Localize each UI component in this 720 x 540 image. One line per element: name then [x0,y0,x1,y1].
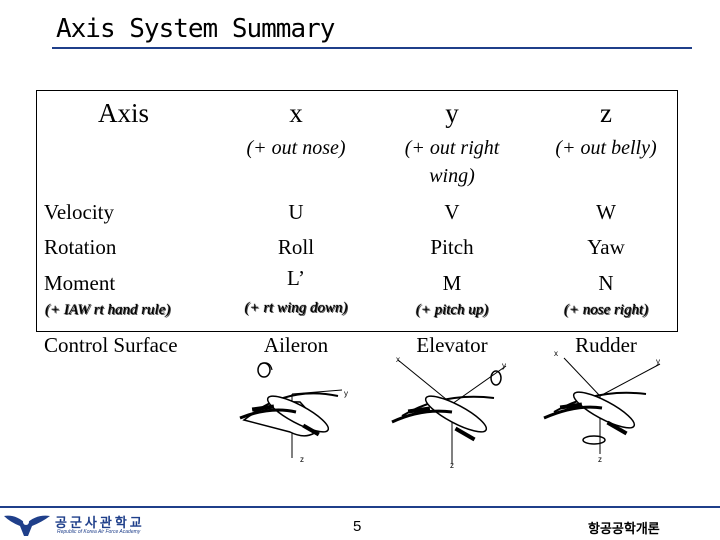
rudder-y-axis-label: y [656,357,660,366]
z-axis-direction: (+ out belly) [555,137,657,159]
velocity-z: W [596,200,616,224]
control-x: Aileron [263,333,329,357]
moment-y: M [442,271,462,295]
school-name: 공군사관학교 [55,516,145,531]
rotation-z: Yaw [587,235,625,259]
rotation-y: Pitch [430,235,474,259]
y-axis-direction-line1: (+ out right [404,137,500,159]
control-surface-label: Control Surface [44,333,178,357]
velocity-y: V [444,200,460,224]
control-y: Elevator [416,333,488,357]
aileron-y-axis-label: y [344,389,348,398]
y-axis-header: y [445,98,459,128]
rotation-x: Roll [277,235,315,259]
rudder-yaw-diagram: x y z [543,350,661,464]
moment-sign-note: (+ IAW rt hand rule) [45,302,171,318]
aileron-roll-diagram: y z [239,362,348,464]
slide-title: Axis System Summary [56,14,335,44]
moment-y-note: (+ pitch up) [415,302,489,318]
moment-x: L’ [287,266,305,290]
velocity-x: U [288,200,304,224]
axis-header: Axis [98,98,150,128]
moment-z: N [598,271,614,295]
elevator-z-axis-label: z [450,461,454,470]
x-axis-header: x [289,98,303,128]
moment-x-note: (+ rt wing down) [244,300,348,316]
summary-table-border [36,90,678,332]
elevator-x-axis-label: x [396,355,400,364]
y-axis-direction-line2: wing) [429,165,475,187]
elevator-y-axis-label: y [502,361,506,370]
velocity-label: Velocity [44,200,114,224]
x-axis-direction: (+ out nose) [246,137,346,159]
school-subtitle: Republic of Korea Air Force Academy [57,529,141,535]
control-z: Rudder [575,333,637,357]
rudder-z-axis-label: z [598,455,602,464]
rotation-label: Rotation [44,235,117,259]
elevator-pitch-diagram: x y z [391,355,507,470]
moment-z-note: (+ nose right) [563,302,649,318]
title-underline [52,47,692,49]
rudder-x-axis-label: x [554,350,558,358]
page-number: 5 [353,518,362,535]
footer-rule [0,506,720,508]
course-name: 항공공학개론 [588,522,660,537]
academy-eagle-logo-icon [4,515,50,536]
z-axis-header: z [600,98,612,128]
aileron-z-axis-label: z [300,455,304,464]
moment-label: Moment [44,271,116,295]
